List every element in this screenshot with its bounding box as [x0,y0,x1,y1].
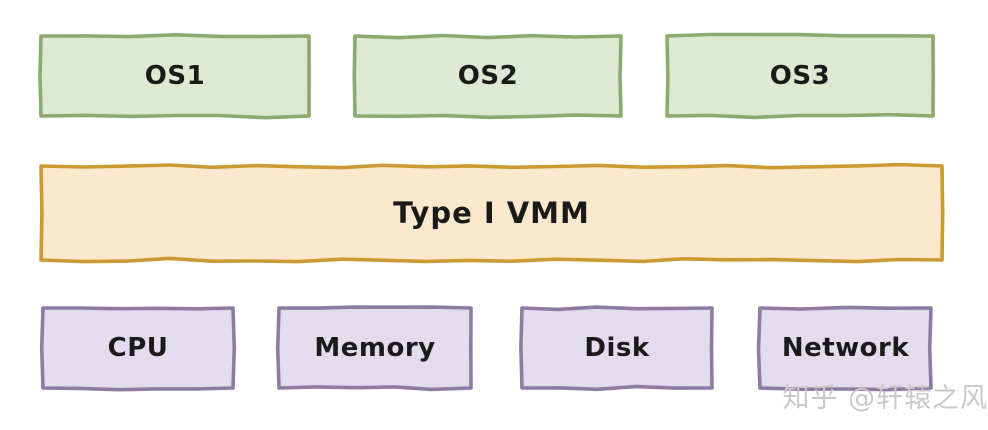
cpu-box: CPU [39,305,237,392]
os2-box: OS2 [352,33,624,120]
os3-box: OS3 [664,32,936,120]
type1-vmm-label: Type I VMM [393,196,590,230]
cpu-label: CPU [107,333,169,363]
disk-box: Disk [519,305,715,392]
zhihu-watermark: 知乎 @轩辕之风 [782,383,988,414]
os2-label: OS2 [457,61,519,91]
os3-label: OS3 [769,61,831,91]
os1-label: OS1 [144,61,206,91]
type1-vmm-box: Type I VMM [38,162,945,264]
disk-label: Disk [584,333,650,363]
memory-box: Memory [275,305,474,392]
network-label: Network [781,333,910,363]
os1-box: OS1 [38,33,312,120]
memory-label: Memory [314,333,436,363]
